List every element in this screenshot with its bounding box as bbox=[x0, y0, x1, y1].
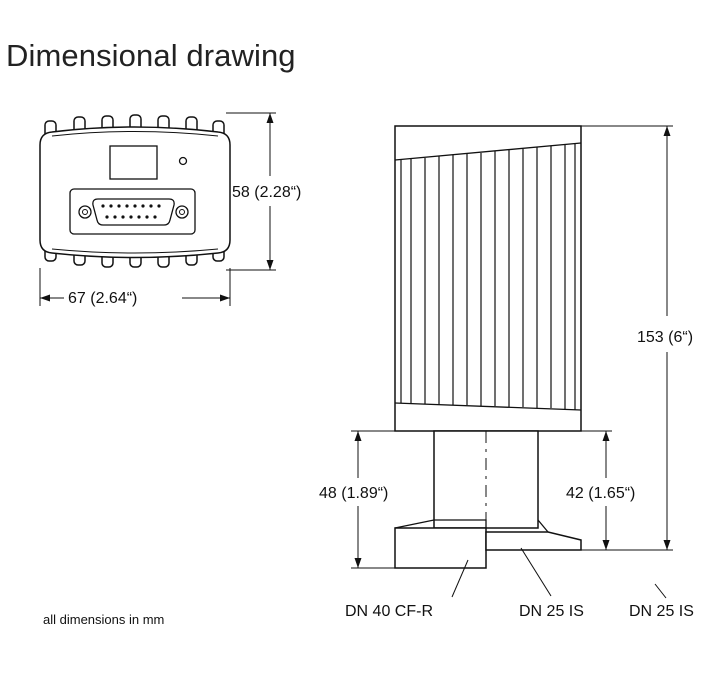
callout-is-flange-alt: DN 25 IS bbox=[629, 603, 694, 620]
leader-cf bbox=[451, 559, 469, 598]
dsub-connector bbox=[69, 188, 196, 235]
cooling-ribs bbox=[400, 144, 576, 410]
leader-is-alt bbox=[654, 583, 667, 599]
dim-flange-right: 42 (1.65“) bbox=[538, 430, 635, 551]
side-height-label: 153 (6“) bbox=[637, 329, 693, 346]
leader-is bbox=[520, 547, 552, 597]
led-indicator bbox=[178, 156, 188, 166]
dim-front-width: 67 (2.64“) bbox=[39, 268, 231, 307]
gauge-body bbox=[394, 125, 582, 432]
page-title: Dimensional drawing bbox=[6, 38, 296, 73]
callout-is-flange: DN 25 IS bbox=[519, 603, 584, 620]
front-height-label: 58 (2.28“) bbox=[232, 184, 301, 201]
flange-left-label: 48 (1.89“) bbox=[319, 485, 388, 502]
housing-outline bbox=[39, 126, 231, 259]
units-note: all dimensions in mm bbox=[43, 612, 164, 627]
dim-side-height: 153 (6“) bbox=[581, 125, 693, 551]
callout-cf-flange: DN 40 CF-R bbox=[345, 603, 433, 620]
is-flange bbox=[485, 531, 582, 551]
cf-flange bbox=[394, 527, 487, 569]
side-view: 153 (6“) 48 (1.89“) 42 (1.65“) DN 40 CF-… bbox=[319, 125, 694, 620]
dim-flange-left: 48 (1.89“) bbox=[319, 430, 434, 569]
flange-right-label: 42 (1.65“) bbox=[566, 485, 635, 502]
front-view: 58 (2.28“) 67 (2.64“) bbox=[39, 112, 301, 307]
front-width-label: 67 (2.64“) bbox=[68, 290, 137, 307]
display-window bbox=[109, 145, 158, 180]
dim-front-height: 58 (2.28“) bbox=[226, 112, 301, 271]
